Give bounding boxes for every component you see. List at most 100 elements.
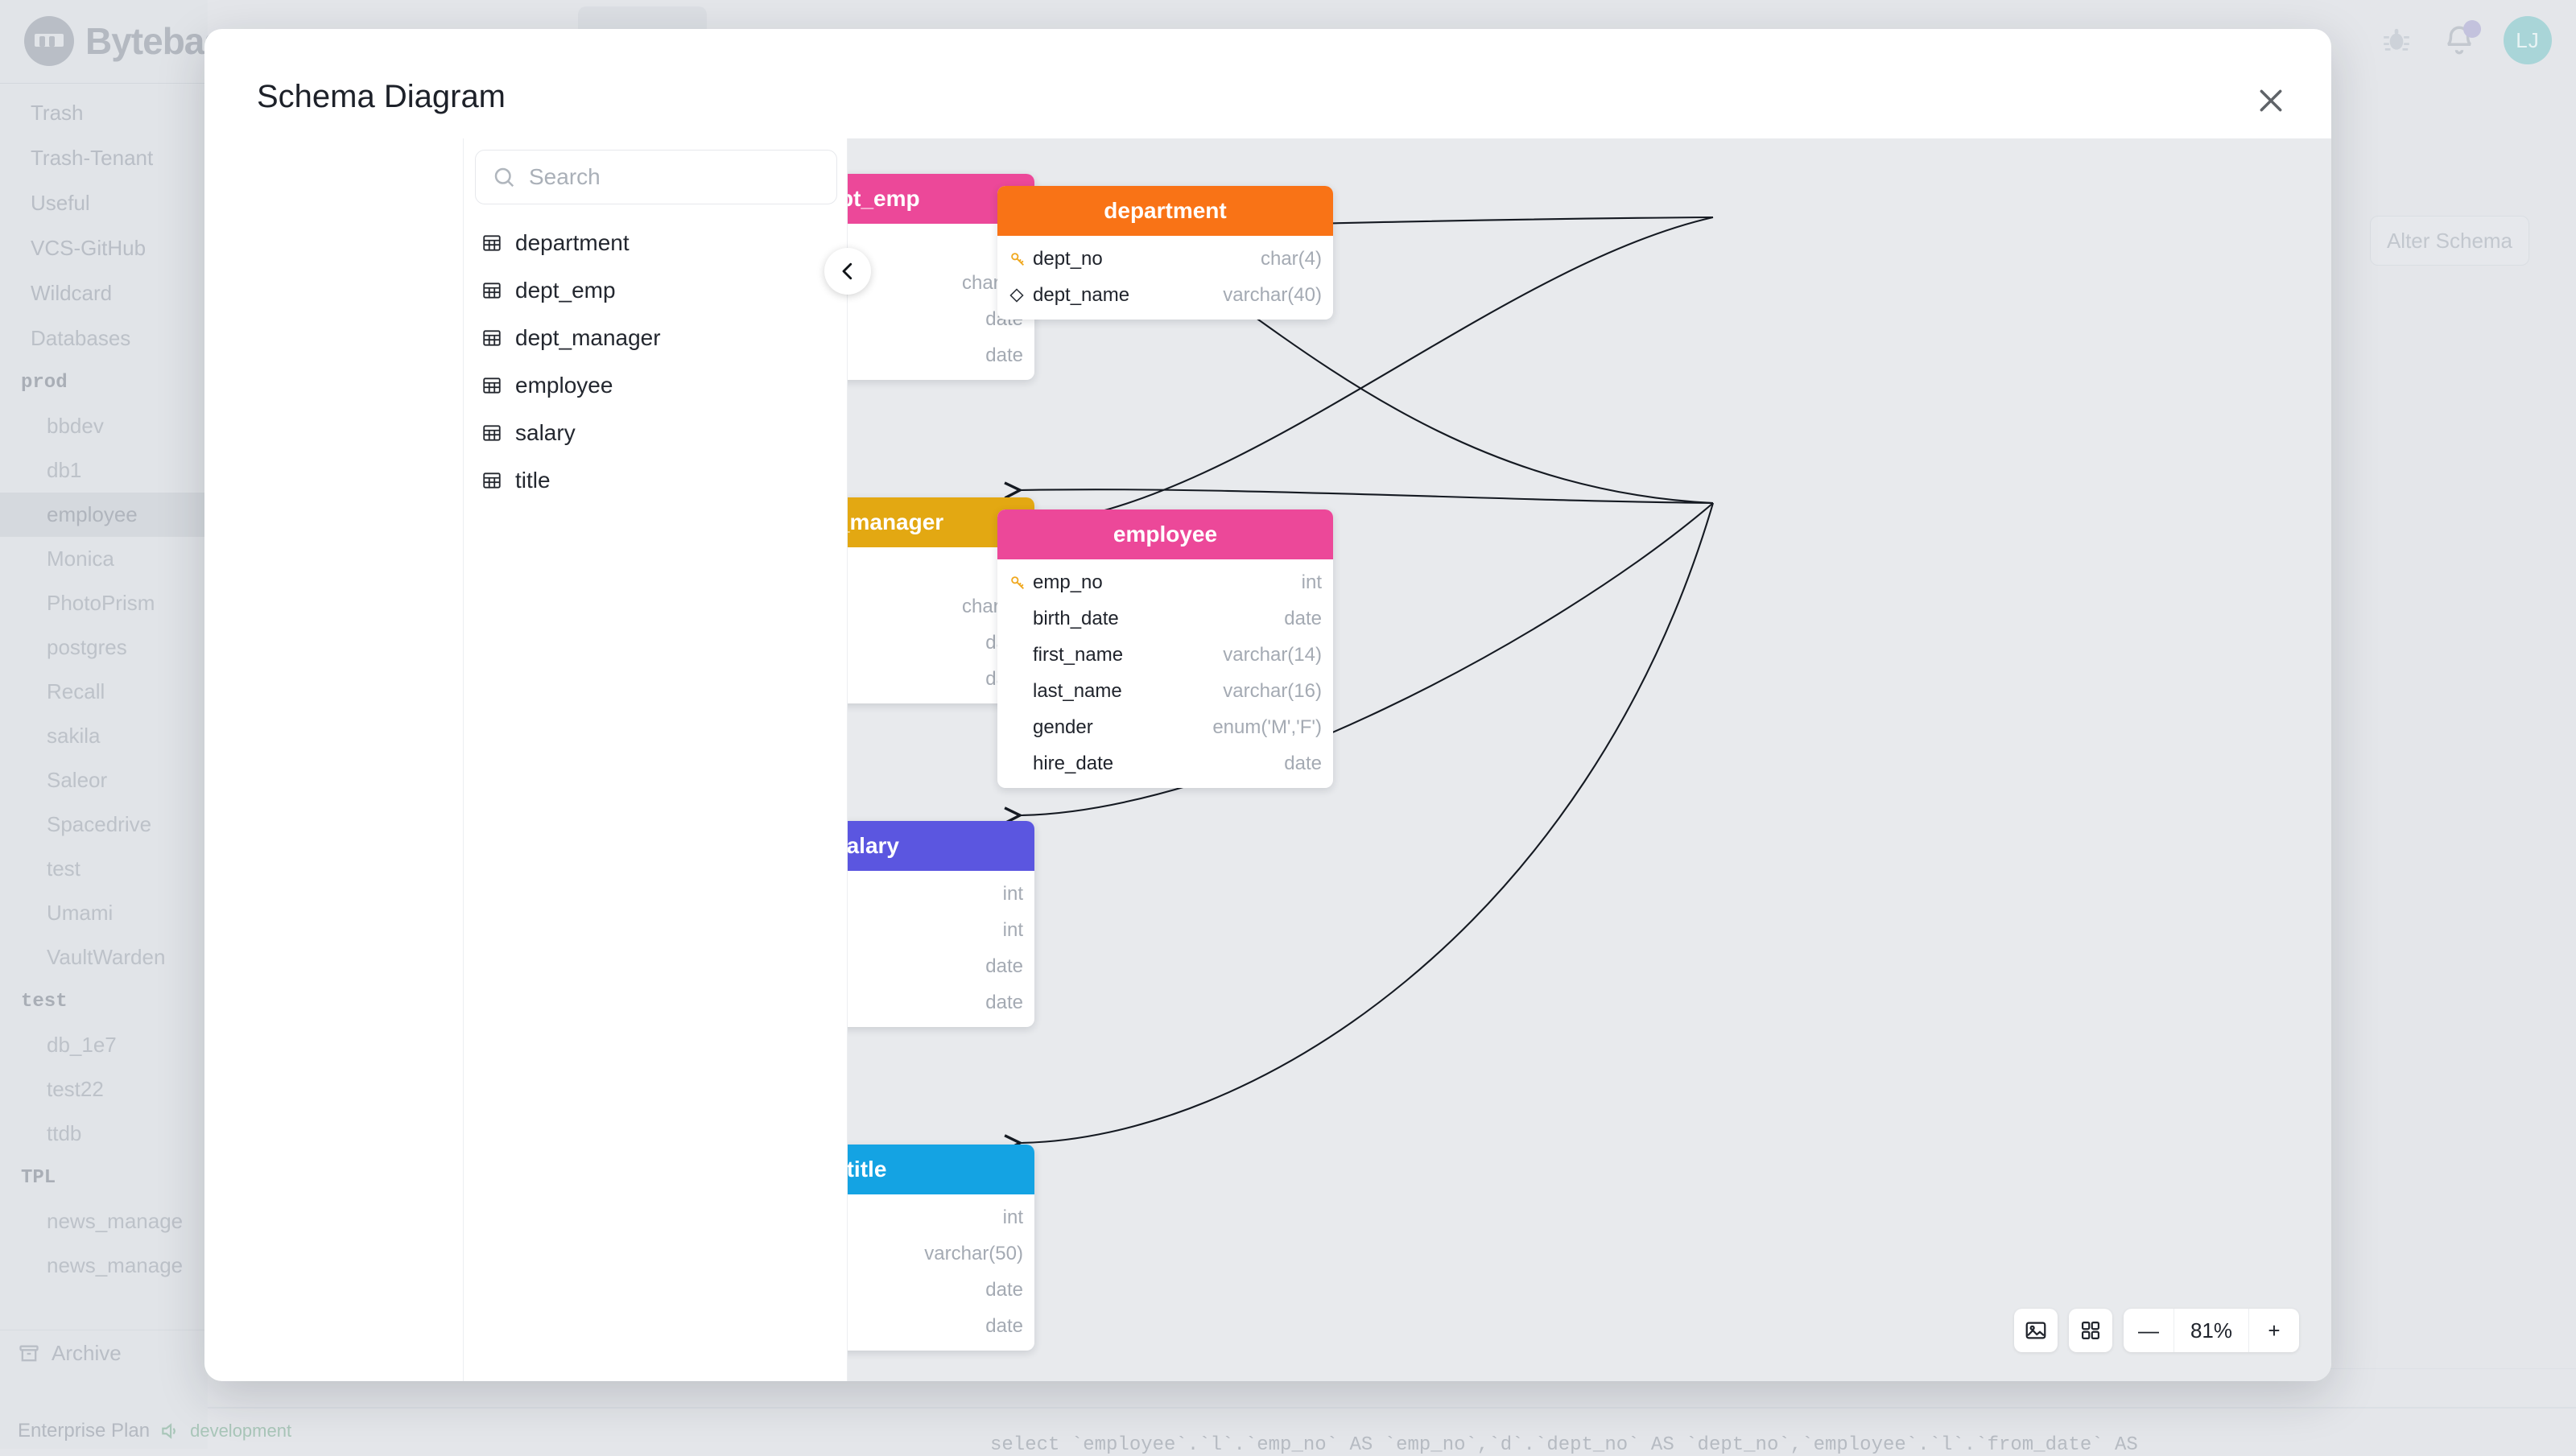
db-item-news-manage-2[interactable]: news_manage — [47, 1253, 184, 1277]
topbar-actions: LJ — [2378, 16, 2552, 64]
sidebar-section-databases: Databases — [31, 325, 131, 350]
db-item-saleor[interactable]: Saleor — [47, 768, 108, 792]
db-item-db-1e7[interactable]: db_1e7 — [47, 1033, 117, 1057]
sidebar-item-useful[interactable]: Useful — [31, 190, 90, 215]
bytebase-logo-icon — [24, 16, 74, 66]
avatar[interactable]: LJ — [2504, 16, 2552, 64]
zoom-out-button[interactable]: — — [2124, 1309, 2174, 1352]
column-row: last_name varchar(16) — [997, 673, 1333, 709]
layout-grid-button[interactable] — [2069, 1309, 2112, 1352]
table-list-item-department[interactable]: department — [464, 219, 847, 266]
column-name: dept_name — [1033, 283, 1130, 306]
db-item-bbdev[interactable]: bbdev — [47, 414, 104, 438]
db-item-db1[interactable]: db1 — [47, 458, 82, 482]
bug-icon — [2384, 28, 2409, 51]
column-name: to_date — [848, 344, 985, 367]
db-item-postgres[interactable]: postgres — [47, 635, 127, 659]
table-node-employee[interactable]: employee emp_no int birth_date date firs… — [997, 509, 1333, 788]
column-row: from_date date — [848, 1272, 1034, 1308]
export-image-button[interactable] — [2014, 1309, 2058, 1352]
table-list-item-label: employee — [515, 372, 613, 398]
table-icon — [483, 234, 501, 251]
table-node-dept-manager[interactable]: dept_manager emp_no int dept_no char(4) — [848, 497, 1034, 703]
db-item-sakila[interactable]: sakila — [47, 724, 101, 748]
sidebar-item-vcs-github[interactable]: VCS-GitHub — [31, 235, 147, 260]
notifications-button[interactable] — [2441, 20, 2481, 59]
db-item-photoprism[interactable]: PhotoPrism — [47, 591, 155, 615]
sidebar-item-archive[interactable]: Archive — [0, 1330, 208, 1376]
column-row: emp_no int — [848, 1199, 1034, 1235]
db-group-tpl: TPL — [21, 1166, 56, 1189]
table-icon — [483, 424, 501, 441]
page-title: Schema Diagram — [257, 79, 506, 114]
table-node-columns: emp_no int birth_date date first_name va… — [997, 559, 1333, 788]
column-name: title — [848, 1243, 924, 1265]
canvas-toolbar: — 81% + — [2014, 1309, 2299, 1352]
column-name: dept_no — [848, 596, 962, 618]
image-icon — [2025, 1322, 2046, 1339]
environment-tag: development — [190, 1420, 292, 1441]
column-type: varchar(16) — [1223, 679, 1322, 702]
db-item-recall[interactable]: Recall — [47, 679, 105, 703]
table-list-item-label: salary — [515, 419, 576, 445]
db-item-test[interactable]: test — [47, 856, 80, 881]
table-list-item-salary[interactable]: salary — [464, 409, 847, 456]
search-box[interactable] — [475, 150, 837, 204]
column-type: date — [985, 955, 1023, 977]
sidebar-item-trash-tenant[interactable]: Trash-Tenant — [31, 145, 154, 170]
db-item-monica[interactable]: Monica — [47, 547, 114, 571]
column-name: to_date — [848, 1315, 985, 1338]
schema-diagram-modal: Schema Diagram department de — [204, 29, 2331, 1381]
column-type: date — [985, 991, 1023, 1013]
table-node-salary[interactable]: salary emp_no int amount int — [848, 821, 1034, 1027]
db-item-ttdb[interactable]: ttdb — [47, 1121, 82, 1145]
table-list-item-label: dept_manager — [515, 324, 661, 350]
collapse-panel-button[interactable] — [824, 248, 871, 295]
table-list-item-label: dept_emp — [515, 277, 616, 303]
column-type: int — [1002, 882, 1023, 905]
column-row: emp_no int — [997, 564, 1333, 600]
column-name: from_date — [848, 632, 985, 654]
table-list-item-dept-manager[interactable]: dept_manager — [464, 314, 847, 361]
sidebar-item-trash[interactable]: Trash — [31, 100, 84, 125]
table-node-title: department — [997, 186, 1333, 236]
column-name: to_date — [848, 668, 985, 691]
table-node-title: employee — [997, 509, 1333, 559]
db-item-employee[interactable]: employee — [0, 493, 208, 537]
search-icon — [494, 167, 514, 188]
close-button[interactable] — [2248, 77, 2294, 124]
table-list-item-label: department — [515, 229, 630, 255]
table-node-department[interactable]: department dept_no char(4) dept_name var… — [997, 186, 1333, 320]
db-item-umami[interactable]: Umami — [47, 901, 114, 925]
table-row-divider — [208, 1407, 2576, 1409]
zoom-in-button[interactable]: + — [2268, 1318, 2281, 1343]
bug-report-button[interactable] — [2378, 22, 2415, 59]
table-list-panel: department dept_emp dept_manager employe… — [463, 138, 848, 1381]
db-item-vaultwarden[interactable]: VaultWarden — [47, 945, 166, 969]
column-name: first_name — [1033, 643, 1124, 666]
search-input[interactable] — [527, 163, 804, 191]
sidebar-item-wildcard[interactable]: Wildcard — [31, 280, 113, 305]
column-row: first_name varchar(14) — [997, 637, 1333, 673]
plan-status: Enterprise Plan development — [0, 1413, 370, 1449]
column-row: from_date date — [848, 948, 1034, 984]
column-type: varchar(50) — [924, 1242, 1023, 1264]
column-type: char(4) — [1260, 247, 1322, 270]
db-item-news-manage-1[interactable]: news_manage — [47, 1209, 184, 1233]
db-item-spacedrive[interactable]: Spacedrive — [47, 812, 152, 836]
table-node-title: salary — [848, 821, 1034, 871]
table-list-item-dept-emp[interactable]: dept_emp — [464, 266, 847, 314]
column-row: amount int — [848, 912, 1034, 948]
column-name: emp_no — [848, 559, 1003, 582]
column-type: varchar(14) — [1223, 643, 1322, 666]
table-icon — [483, 329, 501, 346]
sidebar-nav: Trash Trash-Tenant Useful VCS-GitHub Wil… — [0, 90, 208, 1288]
column-row: to_date date — [848, 984, 1034, 1021]
db-item-test22[interactable]: test22 — [47, 1077, 104, 1101]
table-node-title-table[interactable]: title emp_no int title varchar(50) — [848, 1145, 1034, 1351]
table-icon — [483, 377, 501, 394]
alter-schema-button[interactable]: Alter Schema — [2370, 216, 2529, 266]
table-list-item-employee[interactable]: employee — [464, 361, 847, 409]
diagram-canvas[interactable]: dept_emp emp_no int dept_no char(4) — [848, 138, 2331, 1381]
table-list-item-title[interactable]: title — [464, 456, 847, 504]
